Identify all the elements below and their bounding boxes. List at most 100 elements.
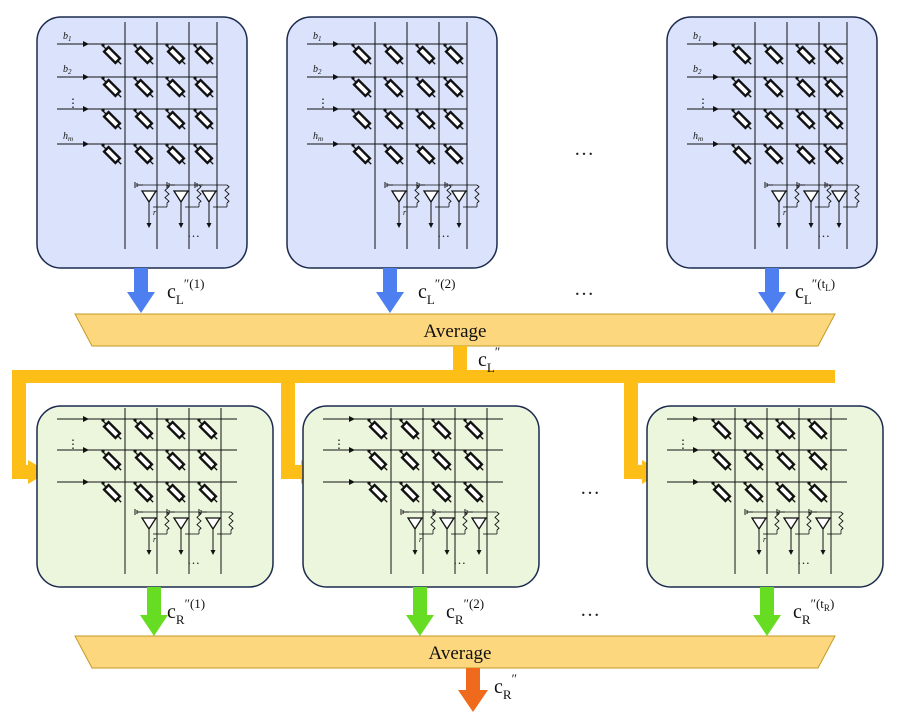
- source-icon: [796, 182, 805, 188]
- memristor-icon: [166, 145, 186, 165]
- memristor-icon: [400, 420, 420, 440]
- memristor-icon: [102, 451, 122, 471]
- source-icon: [444, 182, 453, 188]
- column-ellipsis: …: [453, 552, 466, 567]
- memristor-icon: [400, 451, 420, 471]
- memristor-icon: [416, 110, 436, 130]
- memristor-icon: [444, 45, 464, 65]
- memristor-icon: [796, 45, 816, 65]
- memristor-icon: [732, 145, 752, 165]
- memristor-icon: [198, 483, 218, 503]
- average-output-left: cL″: [478, 344, 500, 375]
- column-ellipsis: …: [187, 225, 200, 240]
- source-icon: [134, 509, 143, 515]
- memristor-icon: [824, 78, 844, 98]
- top-output-ellipsis: …: [574, 278, 594, 300]
- top-output-label-3: cL″(tL): [795, 276, 835, 307]
- column-ellipsis: …: [817, 225, 830, 240]
- memristor-icon: [744, 420, 764, 440]
- amplifier-icon: [172, 517, 190, 555]
- resistor-icon: [494, 511, 500, 531]
- memristor-icon: [776, 420, 796, 440]
- input-label: b2: [693, 64, 702, 76]
- memristor-icon: [432, 451, 452, 471]
- memristor-icon: [808, 420, 828, 440]
- feedback-resistor-label: r: [153, 535, 157, 544]
- memristor-icon: [744, 483, 764, 503]
- input-ellipsis: ⋮: [317, 96, 329, 110]
- input-label: hm: [313, 131, 323, 143]
- source-icon: [824, 182, 833, 188]
- source-icon: [464, 509, 473, 515]
- memristor-icon: [134, 145, 154, 165]
- top-crossbar-1: b1b2⋮hmr…: [36, 16, 248, 269]
- source-icon: [416, 182, 425, 188]
- memristor-icon: [796, 145, 816, 165]
- source-icon: [166, 182, 175, 188]
- column-ellipsis: …: [187, 552, 200, 567]
- input-label: b1: [63, 31, 72, 43]
- top-arrow-2: [376, 268, 404, 313]
- source-icon: [776, 509, 785, 515]
- memristor-icon: [400, 483, 420, 503]
- memristor-icon: [416, 78, 436, 98]
- memristor-icon: [102, 145, 122, 165]
- final-output-arrow: [458, 668, 488, 712]
- resistor-icon: [228, 511, 234, 531]
- input-ellipsis: ⋮: [67, 437, 79, 451]
- top-crossbar-3: b1b2⋮hmr…: [666, 16, 878, 269]
- bottom-average-label: Average: [429, 643, 492, 664]
- input-ellipsis: ⋮: [333, 437, 345, 451]
- bottom-average-block: Average: [74, 635, 836, 669]
- bottom-crossbar-2: ⋮r…: [302, 405, 540, 588]
- memristor-icon: [102, 110, 122, 130]
- memristor-icon: [368, 483, 388, 503]
- memristor-icon: [166, 420, 186, 440]
- bottom-arrow-1: [140, 587, 168, 636]
- top-crossbar-2: b1b2⋮hmr…: [286, 16, 498, 269]
- amplifier-icon: [470, 517, 488, 555]
- memristor-icon: [712, 451, 732, 471]
- input-label: b2: [313, 64, 322, 76]
- memristor-icon: [166, 45, 186, 65]
- input-ellipsis: ⋮: [677, 437, 689, 451]
- memristor-icon: [732, 45, 752, 65]
- source-icon: [384, 182, 393, 188]
- input-label: hm: [693, 131, 703, 143]
- memristor-icon: [166, 483, 186, 503]
- memristor-icon: [134, 451, 154, 471]
- memristor-icon: [194, 110, 214, 130]
- memristor-icon: [134, 78, 154, 98]
- memristor-icon: [464, 451, 484, 471]
- memristor-icon: [796, 110, 816, 130]
- bottom-crossbar-3: ⋮r…: [646, 405, 884, 588]
- source-icon: [764, 182, 773, 188]
- memristor-icon: [368, 420, 388, 440]
- feedback-resistor-label: r: [153, 208, 157, 217]
- memristor-icon: [166, 78, 186, 98]
- memristor-icon: [776, 483, 796, 503]
- input-label: b1: [693, 31, 702, 43]
- amplifier-icon: [140, 517, 158, 555]
- bottom-output-label-3: cR″(tR): [793, 596, 834, 627]
- resistor-icon: [854, 184, 860, 204]
- memristor-icon: [464, 420, 484, 440]
- feedback-resistor-label: r: [403, 208, 407, 217]
- memristor-icon: [352, 110, 372, 130]
- memristor-icon: [384, 45, 404, 65]
- amplifier-icon: [770, 190, 788, 228]
- resistor-icon: [826, 184, 832, 204]
- input-label: b1: [313, 31, 322, 43]
- memristor-icon: [432, 420, 452, 440]
- resistor-icon: [224, 184, 230, 204]
- source-icon: [134, 182, 143, 188]
- amplifier-icon: [140, 190, 158, 228]
- memristor-icon: [796, 78, 816, 98]
- memristor-icon: [384, 145, 404, 165]
- source-icon: [166, 509, 175, 515]
- memristor-icon: [134, 45, 154, 65]
- source-icon: [194, 182, 203, 188]
- feedback-resistor-label: r: [783, 208, 787, 217]
- memristor-icon: [134, 110, 154, 130]
